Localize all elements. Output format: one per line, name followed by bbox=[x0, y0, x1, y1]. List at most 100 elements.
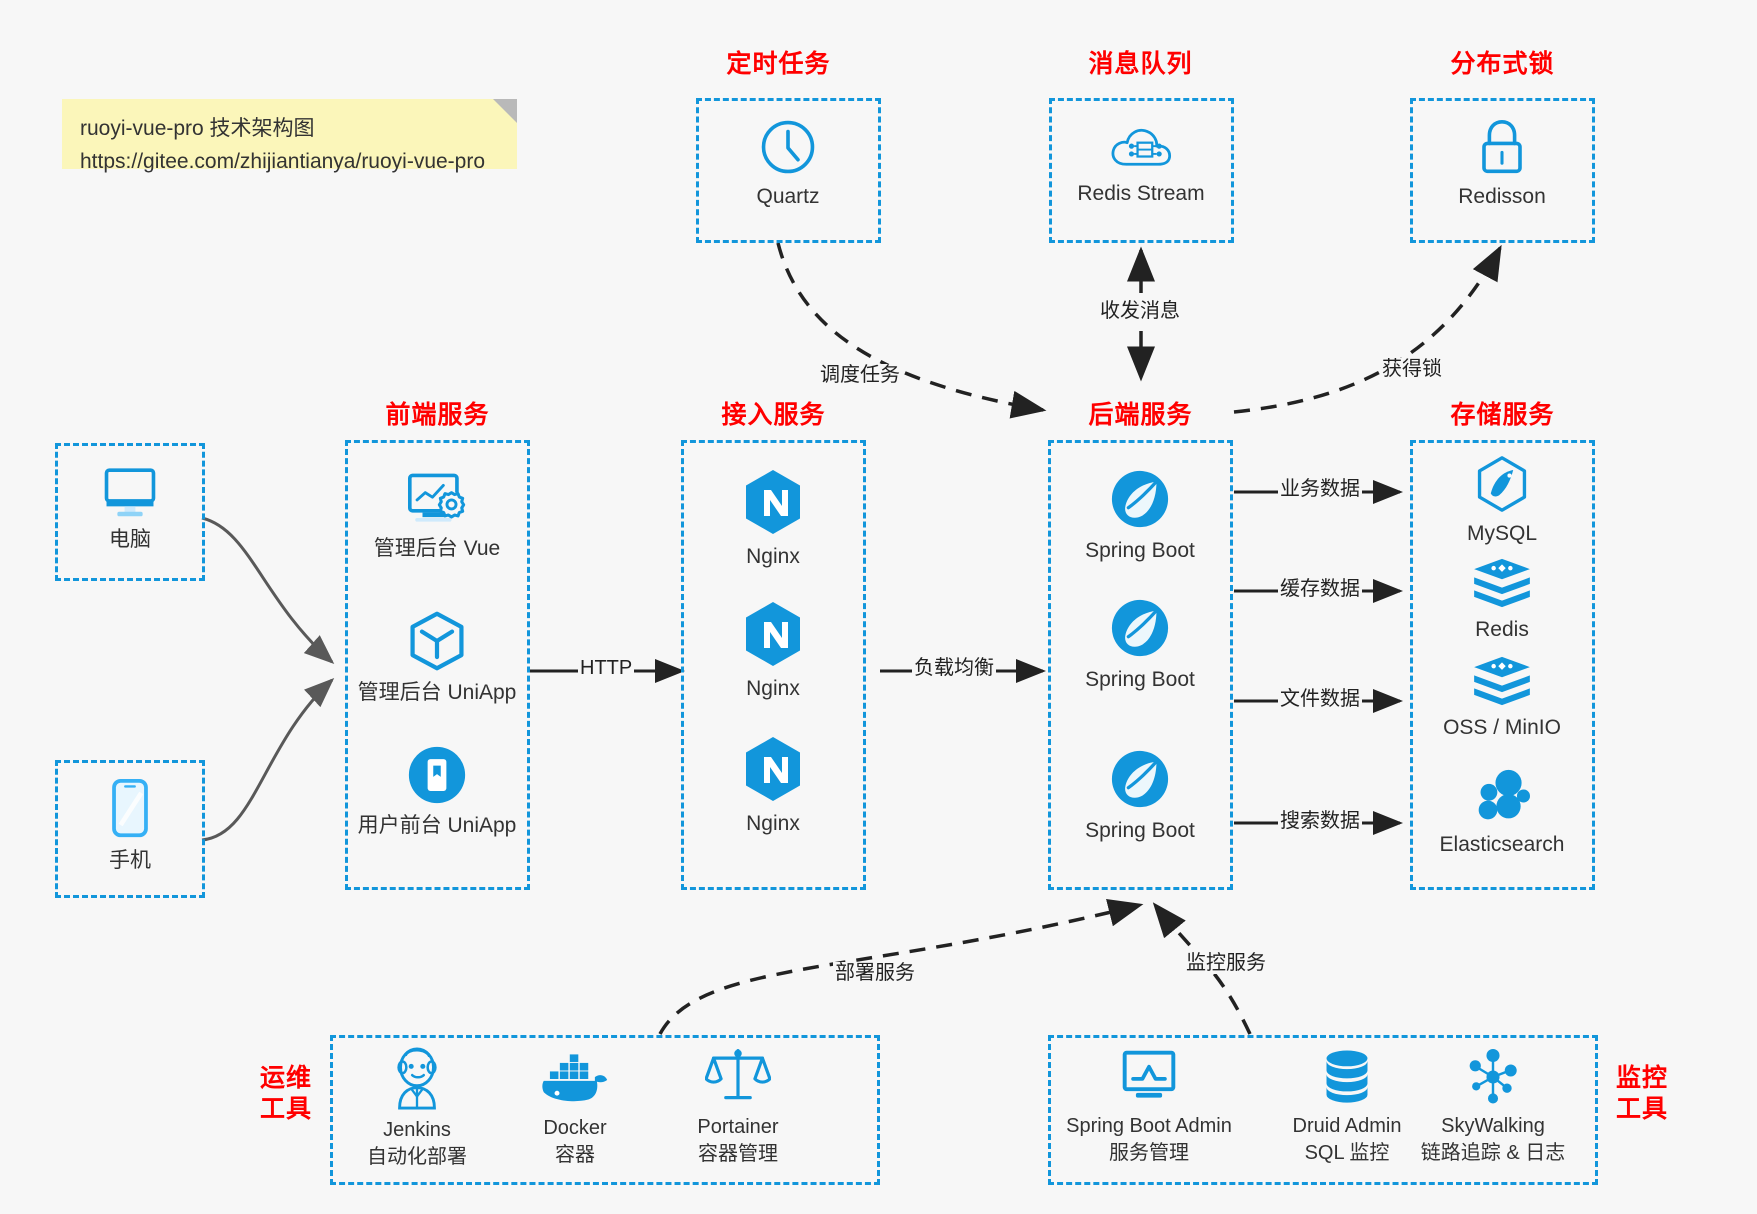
node-skywalking[interactable]: SkyWalking 链路追踪 & 日志 bbox=[1398, 1048, 1588, 1167]
cloud-stream-icon bbox=[1109, 121, 1173, 173]
node-spring-boot-2[interactable]: Spring Boot bbox=[1045, 597, 1235, 694]
node-label: Redisson bbox=[1458, 185, 1546, 208]
nginx-icon bbox=[742, 468, 804, 536]
node-computer[interactable]: 电脑 bbox=[35, 463, 225, 554]
group-box-ops-tools bbox=[330, 1035, 880, 1185]
node-label: 手机 bbox=[109, 849, 151, 872]
node-quartz[interactable]: Quartz bbox=[693, 118, 883, 211]
portainer-scales-icon bbox=[704, 1045, 772, 1107]
node-sublabel: 链路追踪 & 日志 bbox=[1420, 1142, 1566, 1165]
edge-label-http: HTTP bbox=[578, 657, 635, 679]
node-label: MySQL bbox=[1466, 522, 1537, 545]
node-phone[interactable]: 手机 bbox=[35, 778, 225, 875]
node-redis[interactable]: Redis bbox=[1407, 557, 1597, 644]
mobile-app-icon bbox=[407, 745, 467, 805]
edge-label-load-balance: 负载均衡 bbox=[912, 657, 996, 679]
group-title-ops-tools: 运维 工具 bbox=[256, 1063, 316, 1124]
node-spring-boot-admin[interactable]: Spring Boot Admin 服务管理 bbox=[1054, 1048, 1244, 1167]
node-label: 用户前台 UniApp bbox=[357, 814, 517, 837]
node-portainer[interactable]: Portainer 容器管理 bbox=[643, 1045, 833, 1168]
group-box-access-service bbox=[681, 440, 866, 890]
edge-label-monitor-service: 监控服务 bbox=[1184, 952, 1268, 974]
node-label: Redis Stream bbox=[1077, 182, 1205, 205]
node-redisson[interactable]: Redisson bbox=[1407, 118, 1597, 211]
node-sublabel: 容器 bbox=[555, 1144, 595, 1167]
monitor-chart-icon bbox=[1118, 1048, 1180, 1106]
redis-icon bbox=[1471, 557, 1533, 609]
database-icon bbox=[1320, 1048, 1374, 1106]
node-oss-minio[interactable]: OSS / MinIO bbox=[1407, 655, 1597, 742]
node-nginx-1[interactable]: Nginx bbox=[678, 468, 868, 571]
ops-tools-line-1: 运维 bbox=[259, 1064, 312, 1092]
monitor-tools-line-2: 工具 bbox=[1615, 1094, 1668, 1123]
node-nginx-3[interactable]: Nginx bbox=[678, 735, 868, 838]
node-elasticsearch[interactable]: Elasticsearch bbox=[1407, 768, 1597, 859]
node-label: Elasticsearch bbox=[1439, 833, 1565, 856]
dashboard-settings-icon bbox=[404, 470, 470, 528]
edge-label-cache-data: 缓存数据 bbox=[1278, 578, 1362, 600]
group-title-storage-service: 存储服务 bbox=[1450, 401, 1555, 429]
node-jenkins[interactable]: Jenkins 自动化部署 bbox=[322, 1046, 512, 1171]
group-box-distributed-lock bbox=[1410, 98, 1595, 243]
node-label: Spring Boot Admin bbox=[1066, 1115, 1232, 1137]
group-box-monitor-tools bbox=[1048, 1035, 1598, 1185]
group-title-monitor-tools: 监控 工具 bbox=[1612, 1063, 1672, 1124]
edge-label-file-data: 文件数据 bbox=[1278, 688, 1362, 710]
mobile-phone-icon bbox=[107, 778, 153, 840]
group-title-message-queue: 消息队列 bbox=[1088, 50, 1193, 78]
group-box-scheduled-task bbox=[696, 98, 881, 243]
node-label: Spring Boot bbox=[1085, 668, 1195, 691]
diagram-note: ruoyi-vue-pro 技术架构图 https://gitee.com/zh… bbox=[62, 99, 517, 173]
object-storage-icon bbox=[1471, 655, 1533, 707]
lock-icon bbox=[1475, 118, 1529, 176]
edge-label-deploy-service: 部署服务 bbox=[833, 962, 917, 984]
edge-label-search-data: 搜索数据 bbox=[1278, 810, 1362, 832]
spring-boot-icon bbox=[1109, 748, 1171, 810]
node-label: Quartz bbox=[756, 185, 820, 208]
node-spring-boot-3[interactable]: Spring Boot bbox=[1045, 748, 1235, 845]
node-mysql[interactable]: MySQL bbox=[1407, 455, 1597, 548]
note-url: https://gitee.com/zhijiantianya/ruoyi-vu… bbox=[80, 149, 486, 173]
elasticsearch-icon bbox=[1473, 768, 1531, 824]
node-admin-vue[interactable]: 管理后台 Vue bbox=[342, 470, 532, 563]
edge-label-schedule-task: 调度任务 bbox=[818, 364, 902, 386]
node-druid-admin[interactable]: Druid Admin SQL 监控 bbox=[1252, 1048, 1442, 1167]
node-spring-boot-1[interactable]: Spring Boot bbox=[1045, 468, 1235, 565]
node-label: Nginx bbox=[746, 545, 800, 568]
node-docker[interactable]: Docker 容器 bbox=[480, 1050, 670, 1169]
node-label: 管理后台 UniApp bbox=[357, 681, 517, 704]
spring-boot-icon bbox=[1109, 597, 1171, 659]
node-sublabel: SQL 监控 bbox=[1304, 1142, 1390, 1165]
node-label: Spring Boot bbox=[1085, 819, 1195, 842]
node-label: Redis bbox=[1475, 618, 1529, 641]
desktop-icon bbox=[99, 463, 161, 519]
mysql-icon bbox=[1473, 455, 1531, 513]
node-label: Spring Boot bbox=[1085, 539, 1195, 562]
note-fold-corner bbox=[493, 99, 517, 123]
node-sublabel: 服务管理 bbox=[1109, 1142, 1189, 1165]
node-nginx-2[interactable]: Nginx bbox=[678, 600, 868, 703]
node-user-uniapp[interactable]: 用户前台 UniApp bbox=[342, 745, 532, 840]
node-label: 电脑 bbox=[109, 528, 151, 551]
note-title: ruoyi-vue-pro 技术架构图 bbox=[80, 117, 315, 140]
node-label: Jenkins bbox=[383, 1119, 451, 1141]
cube-icon bbox=[406, 610, 468, 672]
node-admin-uniapp[interactable]: 管理后台 UniApp bbox=[342, 610, 532, 707]
jenkins-icon bbox=[386, 1046, 448, 1110]
group-title-distributed-lock: 分布式锁 bbox=[1450, 50, 1555, 78]
node-sublabel: 容器管理 bbox=[698, 1143, 778, 1166]
node-redis-stream[interactable]: Redis Stream bbox=[1046, 121, 1236, 208]
edge-label-business-data: 业务数据 bbox=[1278, 478, 1362, 500]
group-box-storage-service bbox=[1410, 440, 1595, 890]
group-box-message-queue bbox=[1049, 98, 1234, 243]
node-label: Docker bbox=[543, 1117, 607, 1139]
node-label: 管理后台 Vue bbox=[373, 537, 501, 560]
docker-icon bbox=[540, 1050, 610, 1108]
group-title-frontend-service: 前端服务 bbox=[385, 401, 490, 429]
monitor-tools-line-1: 监控 bbox=[1615, 1064, 1668, 1092]
node-label: Druid Admin bbox=[1292, 1115, 1402, 1137]
node-label: Nginx bbox=[746, 812, 800, 835]
edge-label-acquire-lock: 获得锁 bbox=[1380, 358, 1444, 380]
group-box-backend-service bbox=[1048, 440, 1233, 890]
